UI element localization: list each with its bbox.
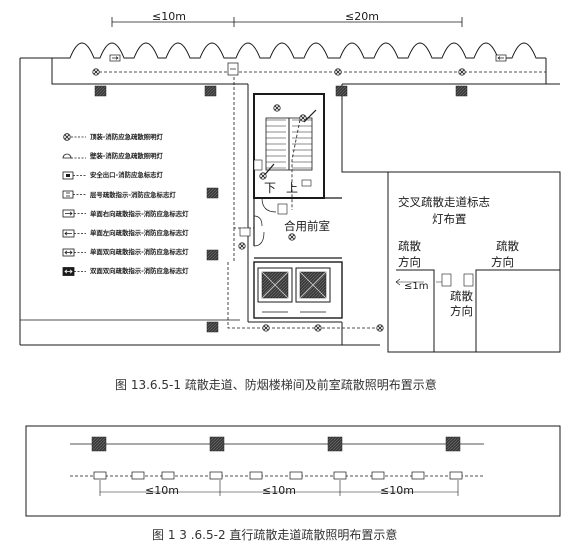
corridor-top-wall	[19, 57, 52, 345]
legend-item-label: 顶装-消防应急疏散照明灯	[90, 133, 163, 142]
legend-item: 顶装-消防应急疏散照明灯	[62, 127, 242, 146]
legend-item-label: 单面左向疏散指示-消防应急标志灯	[90, 229, 189, 238]
legend-item: 单面左向疏散指示-消防应急标志灯	[62, 223, 242, 242]
corridor-lower-wall	[51, 58, 560, 322]
figure-2-dimension-3: ≤10m	[380, 484, 414, 497]
dimension-right-label: ≤20m	[345, 10, 379, 23]
inset-left-direction-line1: 疏散	[398, 239, 421, 253]
inset-title-line2: 灯布置	[432, 212, 467, 226]
inset-left-direction-line2: 方向	[398, 255, 421, 269]
legend-item-label: 壁装-消防应急疏散照明灯	[90, 152, 163, 161]
legend-item-label: 层号疏散指示-消防应急标志灯	[90, 190, 176, 199]
figure-1-plan: ≤10m ≤20m	[19, 10, 561, 353]
figure-2-dimension-1: ≤10m	[145, 484, 179, 497]
figure-1-caption: 图 13.6.5-1 疏散走道、防烟楼梯间及前室疏散照明布置示意	[115, 378, 437, 392]
figure-2-caption: 图 1 3 .6.5-2 直行疏散走道疏散照明布置示意	[152, 528, 398, 542]
double-arrow-sign-icon	[62, 246, 86, 258]
stairwell: 下 上	[253, 93, 325, 199]
stair-wiring	[227, 72, 380, 329]
stair-down-label: 下	[264, 181, 276, 195]
corridor-wavy-wall	[52, 42, 546, 59]
legend-item-label: 单面右向疏散指示-消防应急标志灯	[90, 209, 189, 218]
figure-2-arrow-signs	[93, 471, 463, 480]
figure-2-columns	[91, 436, 461, 452]
legend-item: 层号疏散指示-消防应急标志灯	[62, 185, 242, 204]
legend-item-label: 单面双向疏散指示-消防应急标志灯	[90, 248, 189, 257]
figure-2-plan: ≤10m ≤10m ≤10m	[25, 425, 561, 517]
legend-item: 壁装-消防应急疏散照明灯	[62, 146, 242, 165]
stair-up-label: 上	[286, 181, 298, 195]
legend-item-label: 安全出口-消防应急标志灯	[90, 171, 163, 180]
inset-bottom-direction-line1: 疏散	[450, 289, 473, 303]
safety-exit-sign-icon	[62, 169, 86, 181]
wall-emergency-light-icon	[62, 150, 86, 162]
left-arrow-sign-icon	[62, 227, 86, 239]
inset-title-line1: 交叉疏散走道标志	[398, 195, 490, 209]
corridor-arrow-signs	[109, 54, 507, 76]
inset-distance-label: ≤1m	[404, 281, 428, 292]
ceiling-emergency-light-icon	[62, 131, 86, 143]
dimension-left-label: ≤10m	[152, 10, 186, 23]
legend-item-label: 双面双向疏散指示-消防应急标志灯	[90, 267, 189, 276]
legend: 顶装-消防应急疏散照明灯壁装-消防应急疏散照明灯安全出口-消防应急标志灯层号疏散…	[62, 127, 242, 281]
dimension-right: ≤20m	[234, 10, 463, 27]
figure-2-dimension-2: ≤10m	[262, 484, 296, 497]
legend-item: 安全出口-消防应急标志灯	[62, 165, 242, 184]
legend-item: 单面双向疏散指示-消防应急标志灯	[62, 242, 242, 261]
right-arrow-sign-icon	[62, 207, 86, 219]
double-sided-arrow-sign-icon	[62, 265, 86, 277]
anteroom-label: 合用前室	[284, 219, 330, 233]
columns	[94, 85, 468, 333]
anteroom: 合用前室	[238, 197, 342, 259]
legend-item: 单面右向疏散指示-消防应急标志灯	[62, 204, 242, 223]
inset-crossing-corridor: 交叉疏散走道标志 灯布置 疏散 方向 疏散 方向 疏散 方向 ≤1m	[387, 171, 561, 353]
inset-bottom-direction-line2: 方向	[450, 304, 473, 318]
floor-indicator-sign-icon	[62, 188, 86, 200]
corridor-ceiling-lights	[92, 68, 466, 332]
figure-2-dimension-lines	[99, 480, 459, 496]
inset-right-direction-line2: 方向	[491, 255, 514, 269]
legend-item: 双面双向疏散指示-消防应急标志灯	[62, 261, 242, 280]
inset-right-direction-line1: 疏散	[496, 239, 519, 253]
dimension-left: ≤10m	[111, 10, 235, 27]
elevators	[253, 261, 343, 319]
